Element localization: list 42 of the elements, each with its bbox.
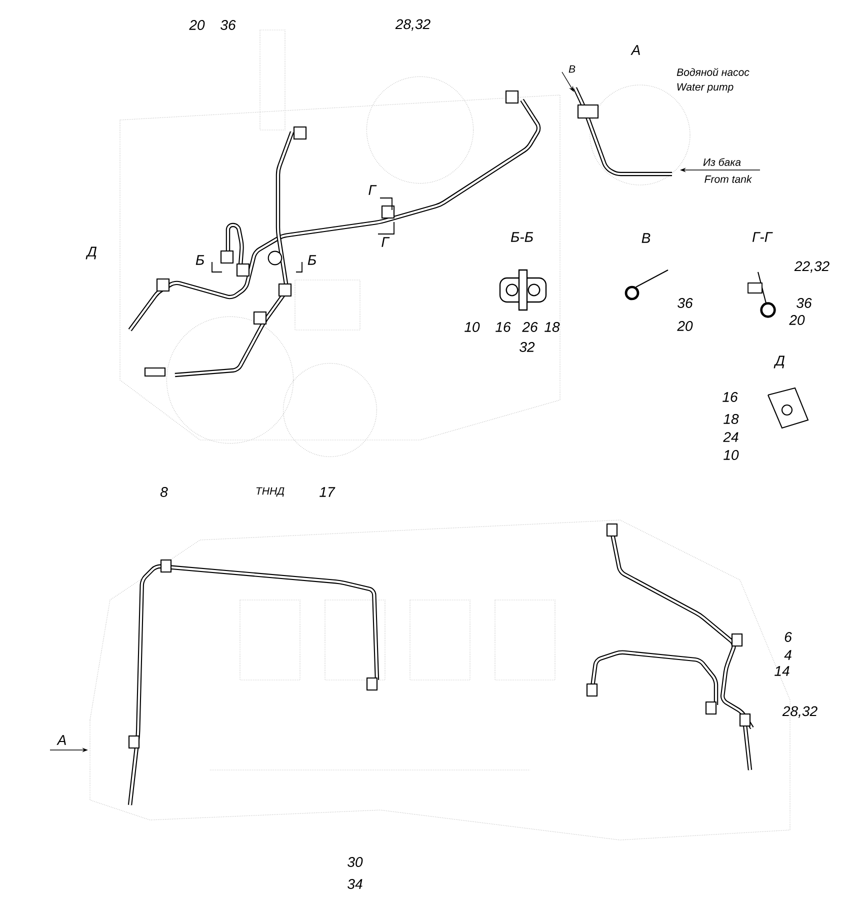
callout-label: 10 bbox=[724, 450, 739, 460]
callout-label: 20 bbox=[189, 20, 205, 30]
callout-label: 28,32 bbox=[782, 706, 818, 718]
callout-label: 36 bbox=[220, 20, 236, 30]
callout-label: А bbox=[56, 735, 66, 745]
callout-label: 30 bbox=[348, 857, 363, 867]
callout-label: Water pump bbox=[677, 83, 734, 93]
callout-label: 16 bbox=[496, 322, 511, 332]
callout-label: А bbox=[630, 45, 640, 55]
callout-label: 36 bbox=[678, 298, 693, 308]
callout-label: Б bbox=[308, 255, 316, 265]
callout-label: 28,32 bbox=[395, 19, 430, 31]
callout-label: 6 bbox=[784, 632, 792, 642]
callout-label: Водяной насос bbox=[676, 68, 750, 76]
callout-label: ТННД bbox=[256, 487, 284, 497]
callout-label: 16 bbox=[722, 392, 738, 402]
callout-label: 18 bbox=[724, 414, 739, 424]
callout-label: 24 bbox=[723, 432, 738, 442]
callout-label: Д bbox=[86, 246, 97, 260]
callout-label: Д bbox=[774, 356, 785, 368]
callout-label: 8 bbox=[160, 487, 168, 497]
callout-label: 26 bbox=[522, 322, 538, 332]
callout-label: 4 bbox=[784, 650, 792, 660]
callout-label: 14 bbox=[774, 666, 790, 676]
callout-label: Г bbox=[382, 237, 390, 247]
callout-label: Б-Б bbox=[510, 232, 533, 242]
callout-label: 20 bbox=[677, 321, 693, 331]
callout-label: 17 bbox=[320, 487, 336, 497]
callout-label: 32 bbox=[520, 342, 535, 352]
callout-label: Б bbox=[196, 255, 204, 265]
callout-label: 20 bbox=[789, 315, 805, 325]
callout-label: 34 bbox=[348, 879, 362, 889]
callout-label: В bbox=[568, 65, 576, 73]
callout-label: В bbox=[642, 233, 650, 243]
callout-label: 22,32 bbox=[794, 261, 830, 273]
callout-label: Г bbox=[368, 185, 377, 195]
callout-label: 10 bbox=[464, 322, 480, 332]
callout-label: 36 bbox=[796, 298, 812, 308]
callout-label: Г-Г bbox=[752, 232, 773, 242]
callout-label: 18 bbox=[544, 322, 560, 332]
callout-label: Из бака bbox=[703, 158, 741, 166]
callout-label: From tank bbox=[704, 175, 752, 183]
